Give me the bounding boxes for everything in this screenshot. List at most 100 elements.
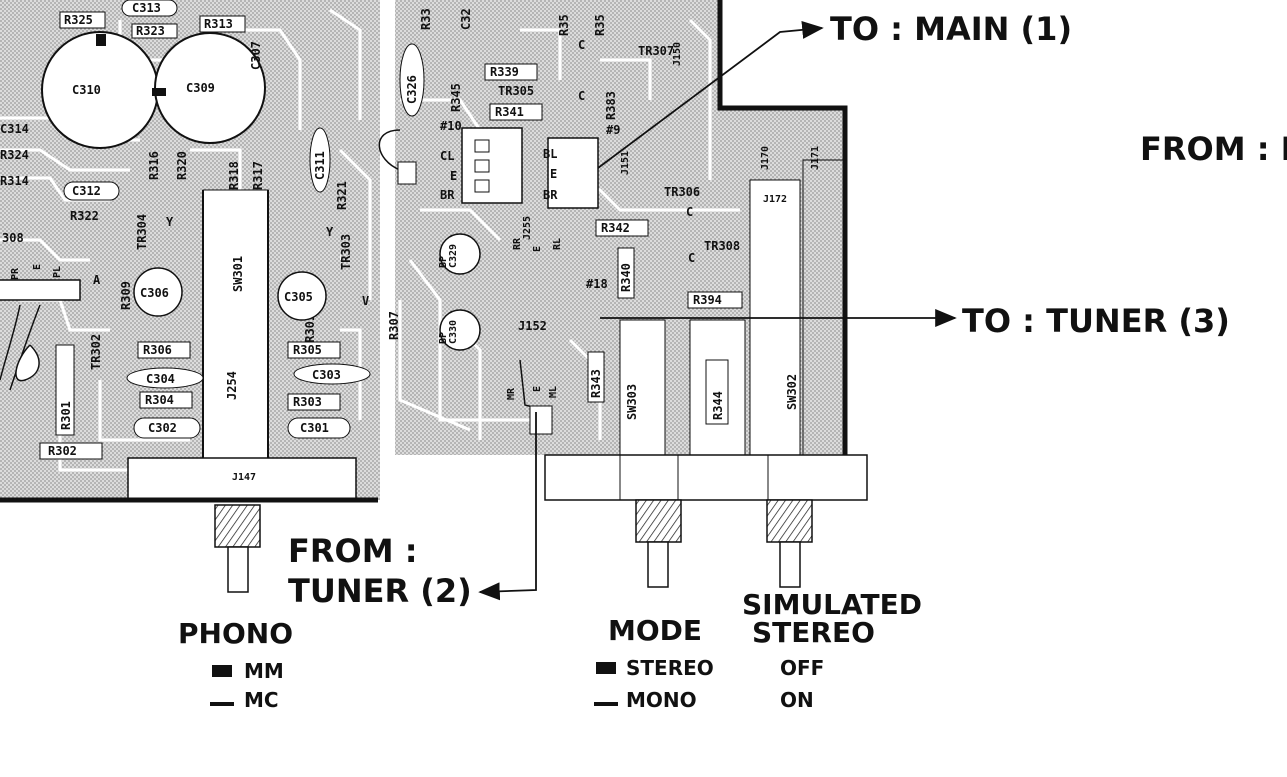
label-a1: A (93, 273, 101, 287)
label-c2: C (578, 89, 585, 103)
label-c4: C (688, 251, 695, 265)
label-j152: J152 (518, 319, 547, 333)
label-e4: E (532, 386, 543, 392)
label-mr: MR (506, 387, 517, 400)
label-j170: J170 (760, 146, 771, 170)
label-r35a: R35 (557, 14, 571, 36)
label-c32x: C32 (459, 8, 473, 30)
phono-switch-shaft (214, 504, 261, 593)
label-c311: C311 (313, 151, 327, 180)
simulated-opt2: ON (780, 688, 814, 712)
label-sw302: SW302 (785, 374, 799, 410)
label-c303: C303 (312, 368, 341, 382)
label-hash18: #18 (586, 277, 608, 291)
label-hash9: #9 (606, 123, 620, 137)
phono-switch-legend: PHONO MM MC (178, 617, 293, 712)
label-pl: PL (52, 266, 63, 278)
label-r318: R318 (227, 161, 241, 190)
label-r320: R320 (175, 151, 189, 180)
label-r341: R341 (495, 105, 524, 119)
label-r383: R383 (604, 91, 618, 120)
label-sw301: SW301 (231, 256, 245, 292)
to-main-arrow (597, 20, 824, 169)
label-c329: C329 (448, 244, 459, 268)
to-tuner-label: TO : TUNER (3) (962, 302, 1230, 340)
label-r33x: R33 (419, 8, 433, 30)
label-c314: C314 (0, 122, 29, 136)
label-j254: J254 (225, 371, 239, 400)
label-e1: E (450, 169, 457, 183)
label-r323: R323 (136, 24, 165, 38)
label-c308: 308 (2, 231, 24, 245)
left-pcb-board (0, 0, 380, 503)
label-ml: ML (548, 386, 559, 398)
simulated-stereo-switch-shaft (766, 499, 813, 588)
label-r339: R339 (490, 65, 519, 79)
label-e2: E (550, 167, 557, 181)
label-tr306: TR306 (664, 185, 700, 199)
pressed-icon (212, 665, 232, 677)
from-tuner-arrow (478, 412, 537, 601)
label-c1: C (578, 38, 585, 52)
label-sw303: SW303 (625, 384, 639, 420)
label-e3: E (532, 246, 543, 252)
mode-switch-shaft (635, 499, 682, 588)
label-tr301: TR301 (303, 314, 317, 350)
label-bp1: BP (438, 256, 449, 268)
label-j150: J150 (672, 42, 683, 66)
label-r35b: R35 (593, 14, 607, 36)
label-r343: R343 (589, 369, 603, 398)
label-tr307: TR307 (638, 44, 674, 58)
phono-opt2: MC (244, 688, 279, 712)
label-tr308: TR308 (704, 239, 740, 253)
label-j172: J172 (763, 194, 787, 205)
label-tr304: TR304 (135, 214, 149, 250)
label-c302: C302 (148, 421, 177, 435)
label-c330: C330 (448, 320, 459, 344)
label-hash10: #10 (440, 119, 462, 133)
simulated-stereo-switch-legend: SIMULATED STEREO OFF ON (742, 588, 922, 712)
label-c304: C304 (146, 372, 175, 386)
from-right-label: FROM : I (1140, 130, 1287, 168)
label-c306: C306 (140, 286, 169, 300)
label-pr: PR (10, 267, 21, 280)
label-r344: R344 (711, 391, 725, 420)
label-j147: J147 (232, 472, 256, 483)
phono-opt1: MM (244, 659, 284, 683)
label-r316: R316 (147, 151, 161, 180)
component-labels-right: R33 C32 R35 R35 C326 R345 R339 TR305 R34… (399, 8, 821, 435)
label-c312: C312 (72, 184, 101, 198)
label-r309: R309 (119, 281, 133, 310)
label-tr303: TR303 (339, 234, 353, 270)
label-r317: R317 (251, 161, 265, 190)
label-j255: J255 (522, 216, 533, 240)
label-br2: BR (543, 188, 558, 202)
label-r304: R304 (145, 393, 174, 407)
from-tuner-label-line1: FROM : (288, 532, 417, 570)
label-tr302: TR302 (89, 334, 103, 370)
label-r305: R305 (293, 343, 322, 357)
label-j151: J151 (620, 151, 631, 175)
mode-title: MODE (608, 614, 702, 647)
label-rr: RR (512, 237, 523, 250)
label-r324: R324 (0, 148, 29, 162)
label-bp2: BP (438, 332, 449, 344)
label-br1: BR (440, 188, 455, 202)
label-v1: V (362, 294, 369, 308)
label-r313: R313 (204, 17, 233, 31)
simulated-opt1: OFF (780, 656, 824, 680)
label-y1: Y (166, 215, 174, 229)
released-icon (594, 702, 618, 706)
component-labels-left: C313 R325 R323 R313 C307 C310 C309 C314 … (0, 0, 401, 483)
label-r307: R307 (387, 311, 401, 340)
label-c326: C326 (405, 75, 419, 104)
label-y2: Y (326, 225, 334, 239)
label-r301: R301 (59, 401, 73, 430)
label-r321: R321 (335, 181, 349, 210)
label-r325: R325 (64, 13, 93, 27)
label-r342: R342 (601, 221, 630, 235)
label-c305: C305 (284, 290, 313, 304)
to-main-label: TO : MAIN (1) (830, 10, 1072, 48)
label-r345: R345 (449, 83, 463, 112)
